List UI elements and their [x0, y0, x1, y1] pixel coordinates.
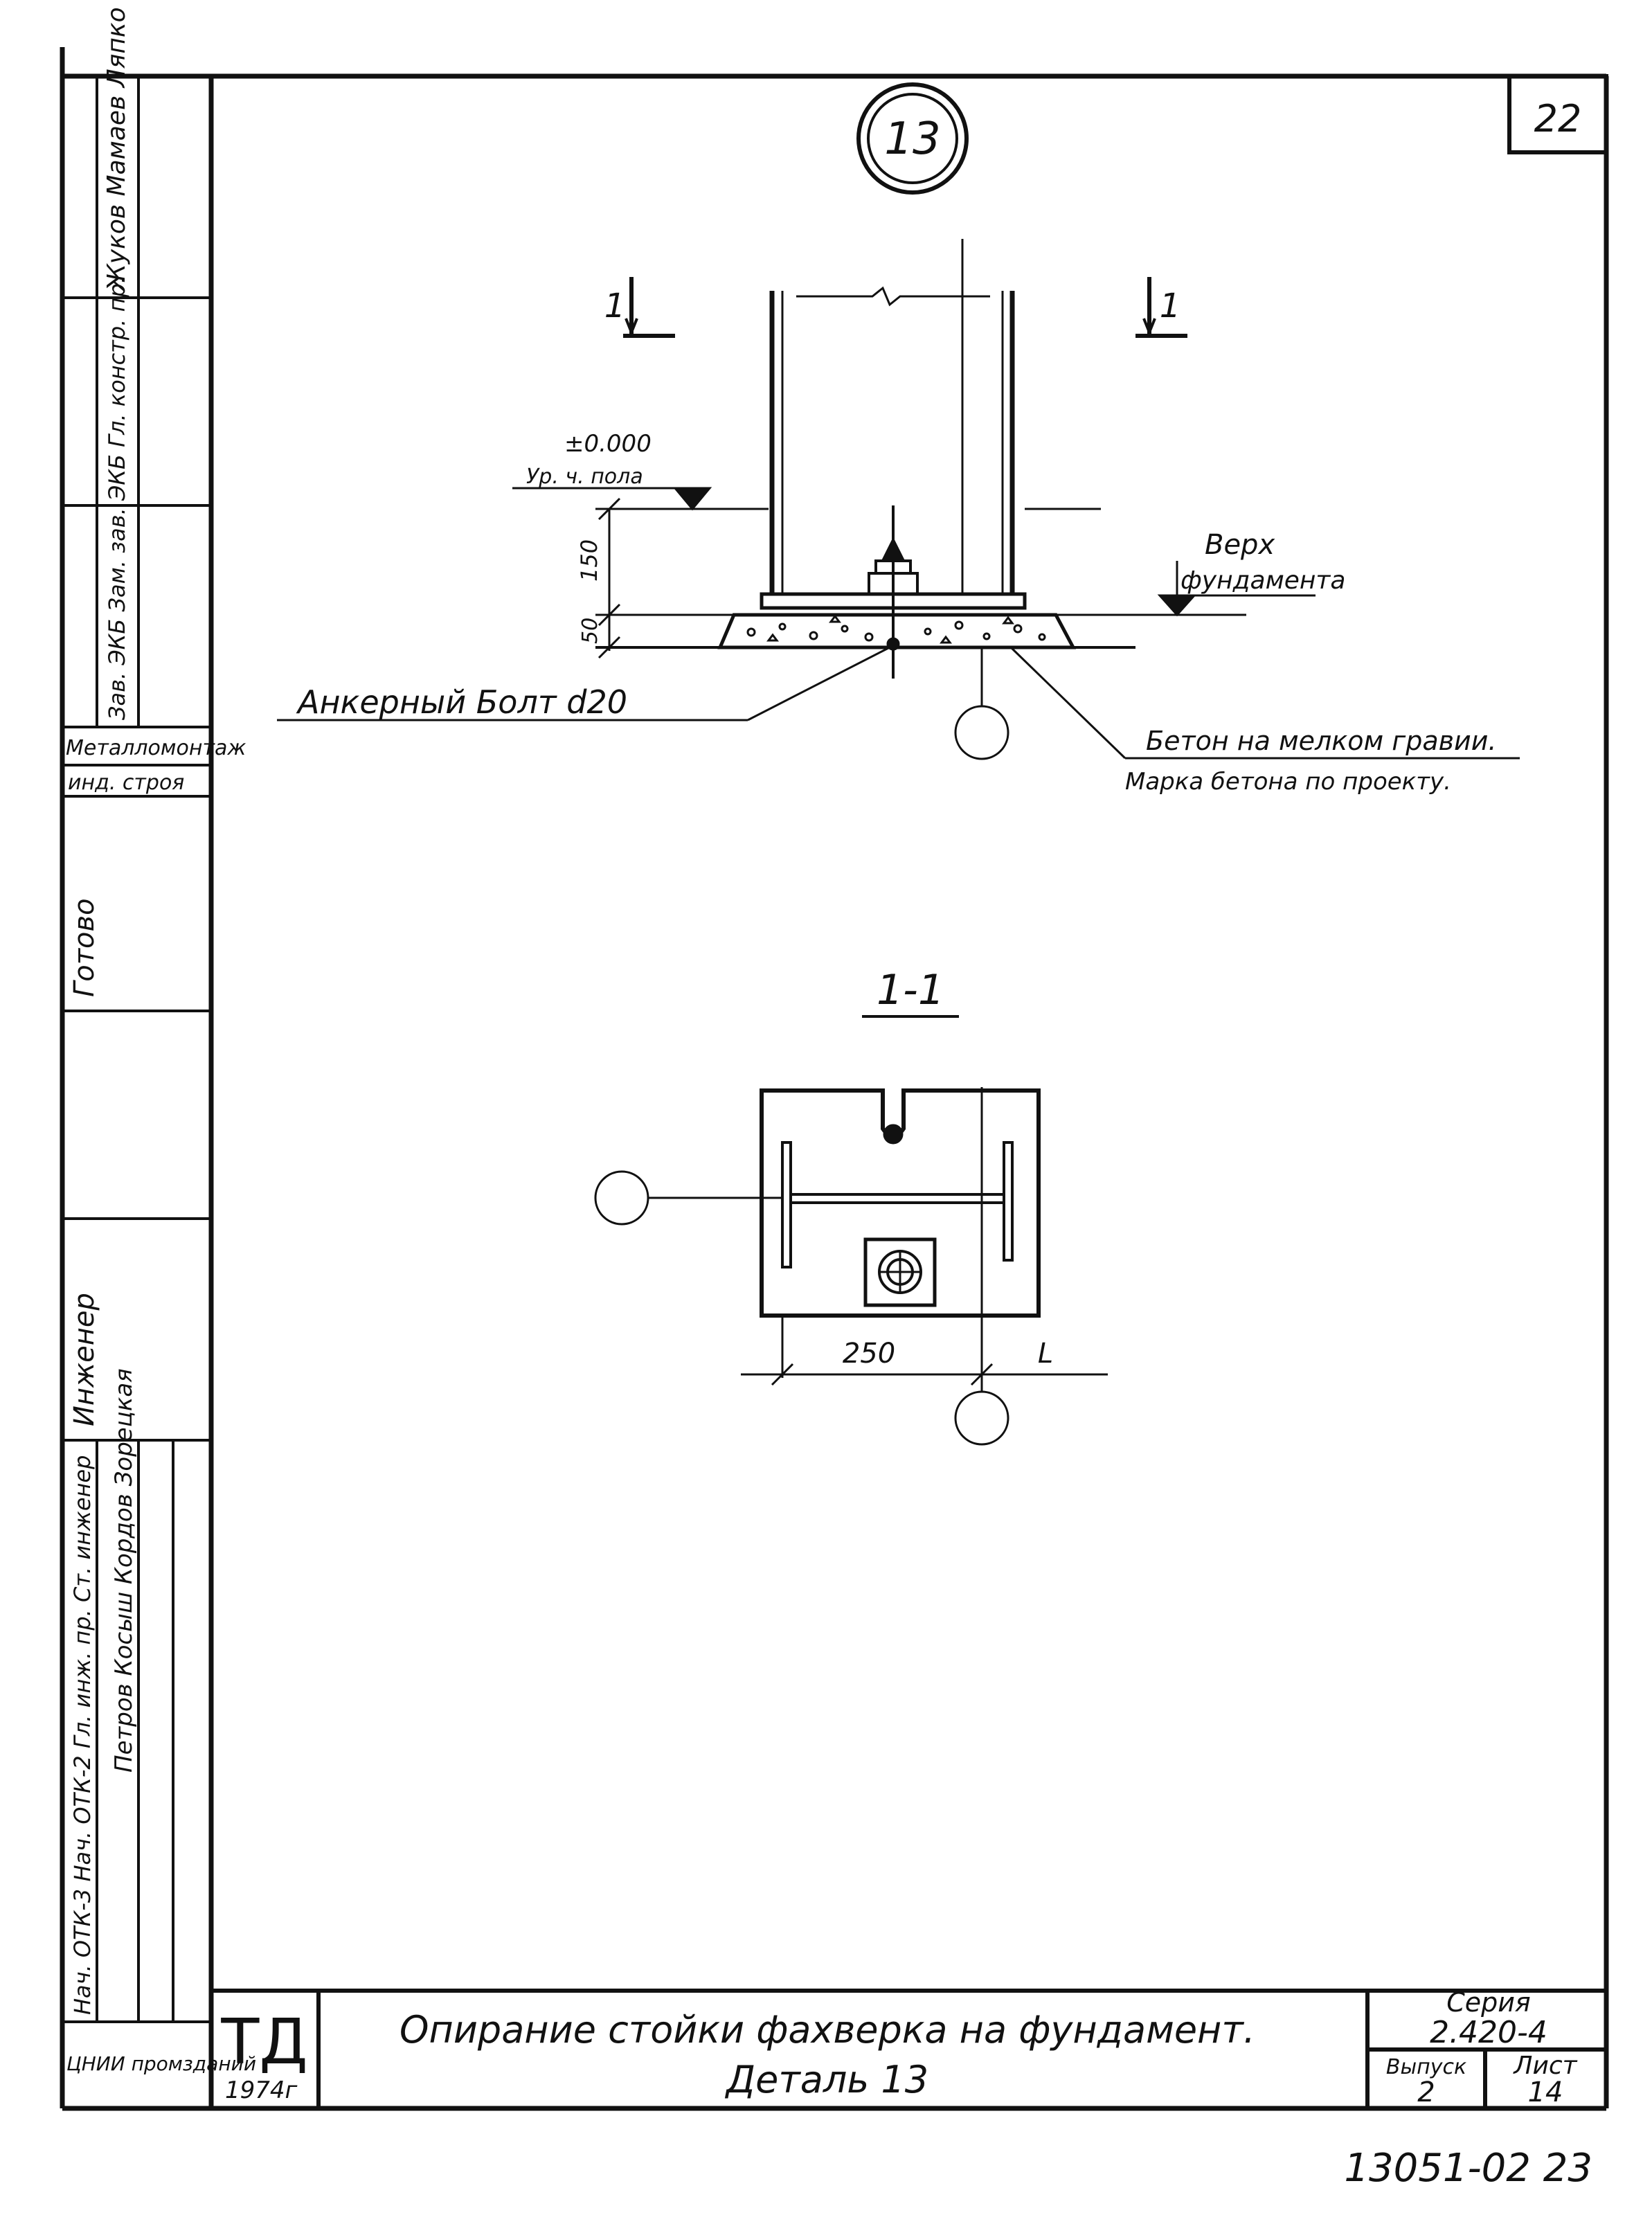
concrete-note-2: Марка бетона по проекту.: [1125, 768, 1451, 796]
sheet-label: Лист: [1512, 2052, 1577, 2080]
detail-marker: 13: [856, 82, 969, 195]
stamp-cell-8: Инженер: [69, 1293, 100, 1426]
sheet-number-box: 22: [1507, 74, 1608, 154]
sheet-number: 22: [1534, 97, 1582, 141]
stamp-cell-6: Готово: [69, 898, 100, 997]
vertical-dimension: [598, 497, 621, 659]
stamp-cell-9: Петров Косыш Кордов Зорецкая: [110, 1368, 138, 1773]
stamp-cell-4: Металломонтаж: [66, 736, 246, 760]
side-stamp: [62, 76, 211, 2023]
section-mark-left: 1: [604, 287, 626, 325]
stamp-cell-3: Зав. ЭКБ Зам. зав. ЭКБ Гл. констр. пр.: [104, 276, 130, 720]
issue-value: 2: [1417, 2077, 1435, 2108]
series-label: Серия: [1446, 1987, 1531, 2018]
stamp-cell-1: Жуков Мамаев Ляпко с.ч.: [102, 0, 131, 292]
section-plan: [760, 1088, 1041, 1318]
title-line-1: Опирание стойки фахверка на фундамент.: [399, 2008, 1255, 2052]
stamp-cell-5: инд. строя: [68, 771, 184, 795]
leaders: [277, 646, 1520, 760]
elevation-label: Ур. ч. пола: [526, 465, 643, 489]
side-stamp-text: Жуков Мамаев Ляпко с.ч. Зав. ЭКБ Зам. за…: [66, 0, 256, 2075]
year: 1974г: [225, 2077, 298, 2104]
title-line-2: Деталь 13: [725, 2058, 928, 2101]
dim-250: 250: [843, 1338, 895, 1370]
foundation-top-line2: фундамента: [1180, 566, 1345, 595]
detail-number: 13: [884, 114, 940, 165]
floor-elevation-mark: [512, 487, 712, 511]
stamp-cell-10: Нач. ОТК-3 Нач. ОТК-2 Гл. инж. пр. Ст. и…: [69, 1455, 96, 2015]
sheet-frame: [60, 47, 1609, 2111]
elevation-value: ±0.000: [564, 430, 652, 458]
dim-50: 50: [578, 618, 602, 644]
section-title: 1-1: [877, 966, 944, 1014]
section-leaders: [594, 1087, 1108, 1446]
foundation-top-mark: [1157, 561, 1316, 617]
stamp-cell-11: ЦНИИ промзданий: [66, 2052, 256, 2075]
concrete-note-1: Бетон на мелком гравии.: [1146, 726, 1497, 756]
section-mark-right: 1: [1160, 287, 1181, 325]
anchor-bolt-label: Анкерный Болт d20: [296, 683, 627, 721]
section-cut-right: [1135, 277, 1187, 338]
title-block: [211, 1989, 1606, 2108]
org-logo: ТД: [220, 2006, 307, 2079]
dim-L: L: [1038, 1338, 1053, 1370]
grout-fill: [746, 614, 1046, 651]
footer-code: 13051-02 23: [1344, 2146, 1592, 2191]
sheet-value: 14: [1528, 2077, 1563, 2108]
section-cut-left: [623, 277, 675, 338]
foundation-top-line1: Верх: [1205, 529, 1275, 561]
issue-label: Выпуск: [1386, 2055, 1466, 2079]
series-value: 2.420-4: [1430, 2015, 1547, 2050]
dim-150: 150: [576, 539, 602, 582]
